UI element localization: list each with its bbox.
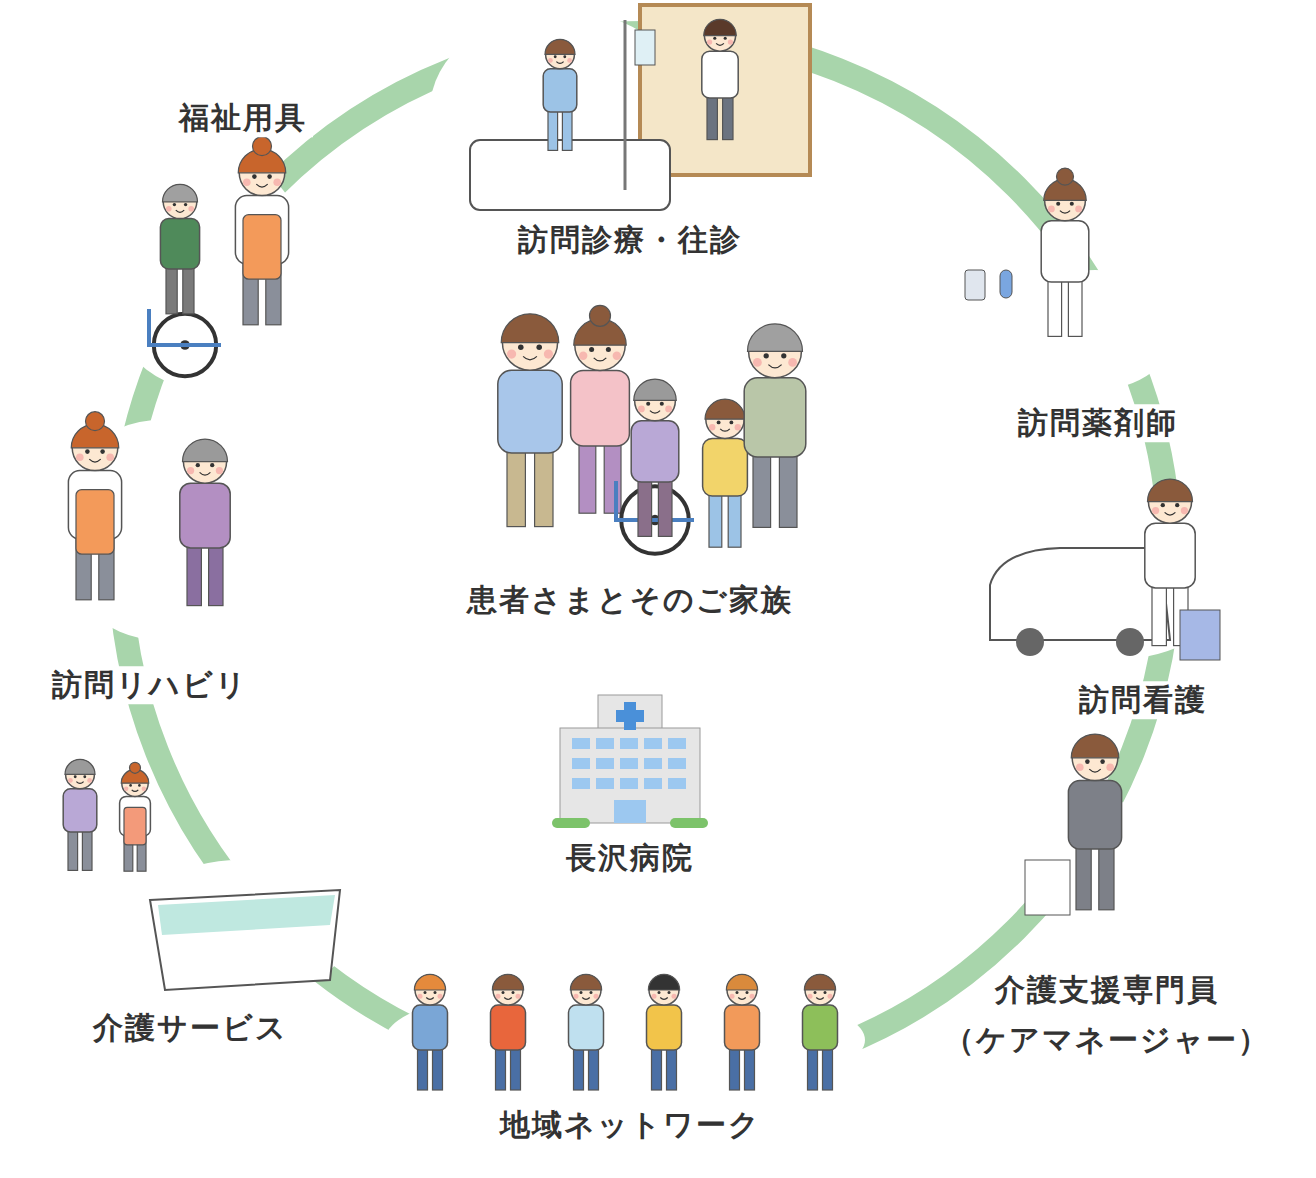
medicine-bottle [965, 270, 985, 300]
person-figure [413, 974, 448, 1090]
document [1025, 860, 1070, 915]
person-figure [491, 974, 526, 1090]
person-figure [631, 379, 679, 536]
illustration-ground [1015, 270, 1175, 390]
person-figure [803, 974, 838, 1090]
category-label: 地域ネットワーク [494, 1106, 767, 1144]
category-label: （ケアマネージャー） [938, 1021, 1276, 1059]
person-figure [543, 39, 577, 150]
illustration-ground [985, 500, 1235, 660]
category-label: 福祉用具 [173, 99, 313, 137]
clipboard [1180, 610, 1220, 660]
category-label: 介護支援専門員 [989, 971, 1225, 1009]
wheelchair [616, 481, 694, 554]
bath-water [158, 895, 335, 935]
person-figure [180, 439, 230, 605]
illustration-ground [130, 860, 350, 1000]
illustration-ground [55, 420, 265, 640]
person-figure [498, 314, 562, 527]
category-label: 訪問リハビリ [46, 666, 254, 704]
person-figure [120, 762, 151, 871]
person-figure [63, 759, 97, 870]
person-figure [68, 412, 121, 600]
iv-stand [624, 20, 627, 190]
person-figure [647, 974, 682, 1090]
visiting-van [990, 548, 1170, 640]
illustration-ground [385, 980, 865, 1100]
category-label: 訪問看護 [1073, 681, 1213, 719]
person-figure [571, 305, 630, 513]
illustration-ground [100, 150, 310, 390]
category-label: 訪問診療・往診 [512, 221, 748, 259]
person-figure [725, 974, 760, 1090]
iv-bag [635, 30, 655, 65]
wheelchair [149, 309, 221, 376]
person-figure [1041, 168, 1089, 336]
category-label: 訪問薬剤師 [1012, 404, 1184, 442]
person-figure [744, 324, 806, 528]
person-figure [702, 19, 738, 139]
person-figure [235, 137, 288, 325]
category-label: 介護サービス [87, 1009, 294, 1047]
center-label: 患者さまとそのご家族 [461, 581, 799, 619]
care-ring [120, 33, 1170, 1083]
person-figure [703, 399, 748, 547]
capsule [1000, 270, 1012, 298]
person-figure [1068, 734, 1121, 910]
hospital-label: 長沢病院 [560, 839, 700, 877]
hospital-building [552, 695, 708, 828]
person-figure [160, 184, 199, 313]
person-figure [569, 974, 604, 1090]
bathtub [150, 890, 340, 990]
